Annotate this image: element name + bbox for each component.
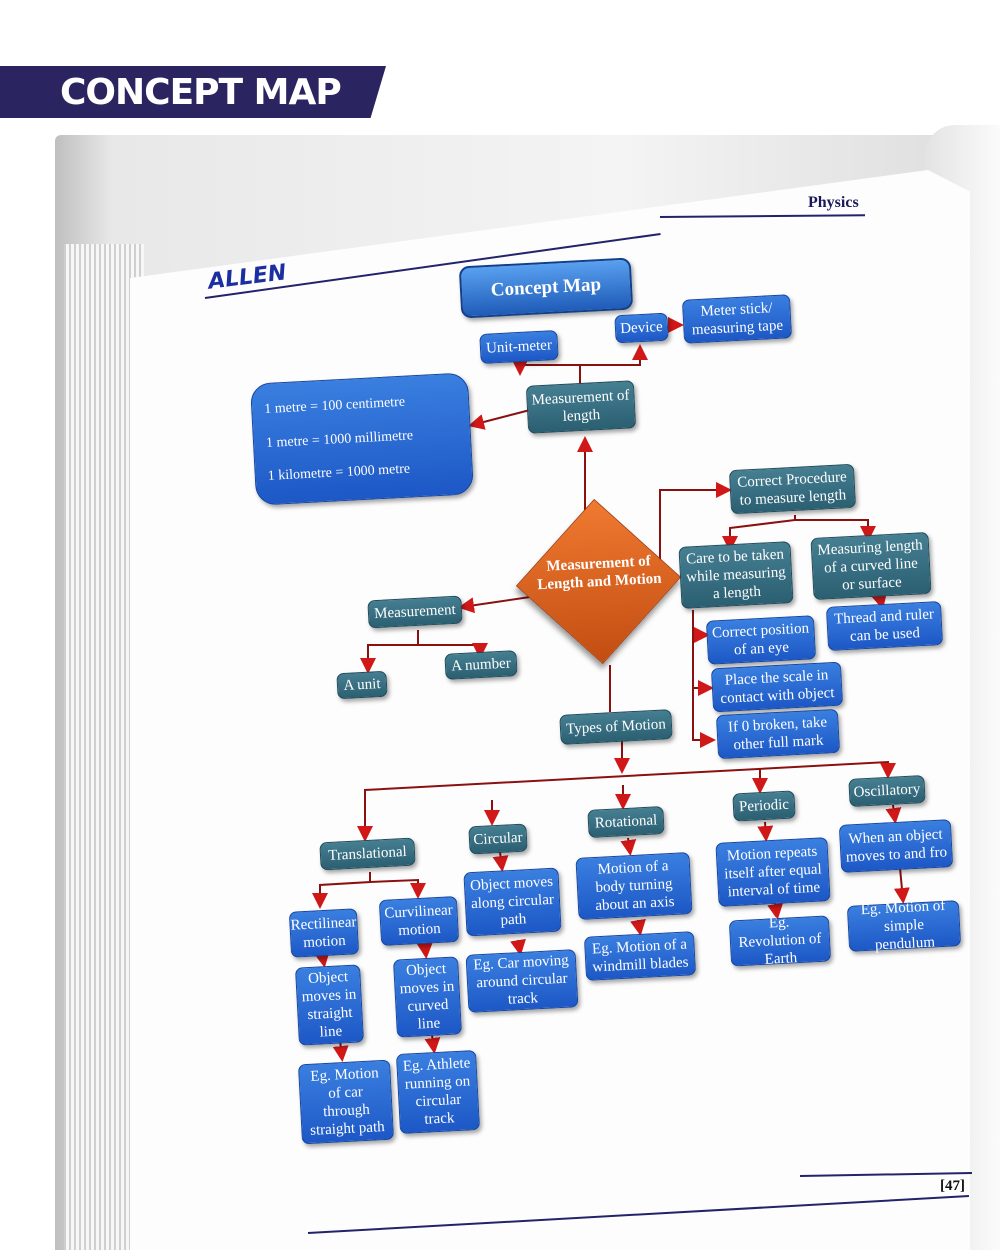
- periodic-node: Periodic: [732, 790, 796, 822]
- a-number-node: A number: [444, 650, 518, 680]
- meter-stick-node: Meter stick/ measuring tape: [681, 294, 793, 344]
- correct-procedure-node: Correct Procedure to measure length: [728, 463, 857, 515]
- conversions-node: 1 metre = 100 centimetre 1 metre = 1000 …: [249, 372, 475, 506]
- concept-map-title: Concept Map: [458, 257, 634, 319]
- oscillatory-node: Oscillatory: [848, 775, 926, 807]
- eg-earth-node: Eg. Revolution of Earth: [728, 915, 832, 968]
- measurement-node: Measurement: [367, 595, 463, 629]
- a-unit-node: A unit: [336, 670, 388, 700]
- circular-desc-node: Object moves along circular path: [463, 867, 562, 937]
- banner-title: CONCEPT MAP: [60, 72, 342, 113]
- unit-meter-node: Unit-meter: [479, 329, 559, 365]
- device-node: Device: [614, 312, 669, 344]
- curvilinear-node: Curvilinear motion: [378, 895, 460, 947]
- object-curved-node: Object moves in curved line: [393, 956, 462, 1038]
- types-of-motion-node: Types of Motion: [559, 709, 673, 745]
- conversion-3: 1 kilometre = 1000 metre: [267, 461, 411, 484]
- subject-label: Physics: [808, 194, 859, 211]
- rotational-node: Rotational: [587, 806, 665, 838]
- care-node: Care to be taken while measuring a lengt…: [678, 541, 794, 609]
- eye-position-node: Correct position of an eye: [705, 615, 817, 665]
- concept-map-banner: CONCEPT MAP: [0, 66, 386, 118]
- center-node-label: Measurement of Length and Motion: [537, 553, 662, 594]
- eg-car-straight-node: Eg. Motion of car through straight path: [297, 1059, 395, 1145]
- eg-car-circular-node: Eg. Car moving around circular track: [465, 949, 579, 1013]
- page-number: [47]: [940, 1178, 965, 1194]
- rectilinear-node: Rectilinear motion: [288, 908, 360, 958]
- curved-line-node: Measuring length of a curved line or sur…: [810, 531, 932, 601]
- conversion-1: 1 metre = 100 centimetre: [263, 394, 406, 418]
- zero-broken-node: If 0 broken, take other full mark: [715, 708, 841, 760]
- conversion-2: 1 metre = 1000 millimetre: [265, 427, 414, 451]
- circular-node: Circular: [468, 823, 528, 855]
- scale-contact-node: Place the scale in contact with object: [710, 661, 844, 713]
- object-straight-node: Object moves in straight line: [295, 964, 364, 1046]
- rotational-desc-node: Motion of a body turning about an axis: [575, 852, 693, 920]
- translational-node: Translational: [319, 837, 416, 871]
- measurement-of-length-node: Measurement of length: [525, 380, 637, 434]
- oscillatory-desc-node: When an object moves to and fro: [838, 819, 954, 873]
- eg-athlete-node: Eg. Athlete running on circular track: [395, 1049, 481, 1135]
- thread-ruler-node: Thread and ruler can be used: [825, 601, 944, 651]
- eg-pendulum-node: Eg. Motion of simple pendulum: [846, 898, 962, 954]
- periodic-desc-node: Motion repeats itself after equal interv…: [715, 837, 831, 907]
- eg-windmill-node: Eg. Motion of a windmill blades: [583, 931, 697, 981]
